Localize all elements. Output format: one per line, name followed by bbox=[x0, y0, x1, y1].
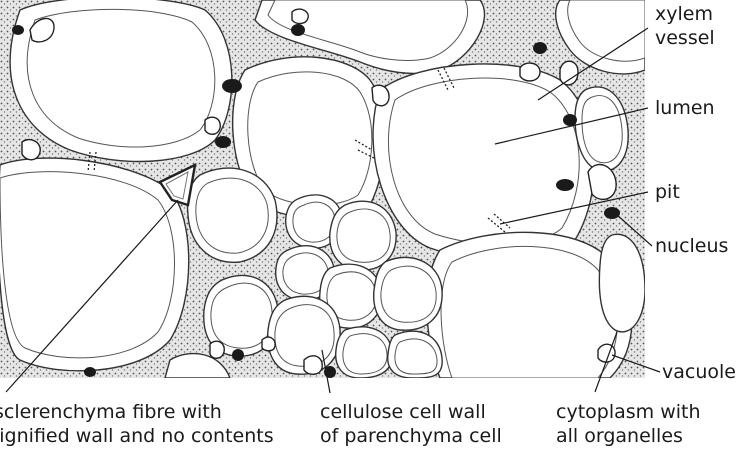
label-lumen: lumen bbox=[655, 96, 715, 120]
label-cytoplasm: cytoplasm with all organelles bbox=[556, 400, 701, 448]
label-nucleus: nucleus bbox=[655, 234, 728, 258]
label-pit: pit bbox=[655, 180, 680, 204]
label-cellulose-wall: cellulose cell wall of parenchyma cell bbox=[320, 400, 502, 448]
label-vacuole: vacuole bbox=[662, 360, 736, 384]
label-sclerenchyma: sclerenchyma fibre with lignified wall a… bbox=[0, 400, 274, 448]
label-xylem-vessel: xylem vessel bbox=[655, 2, 715, 50]
